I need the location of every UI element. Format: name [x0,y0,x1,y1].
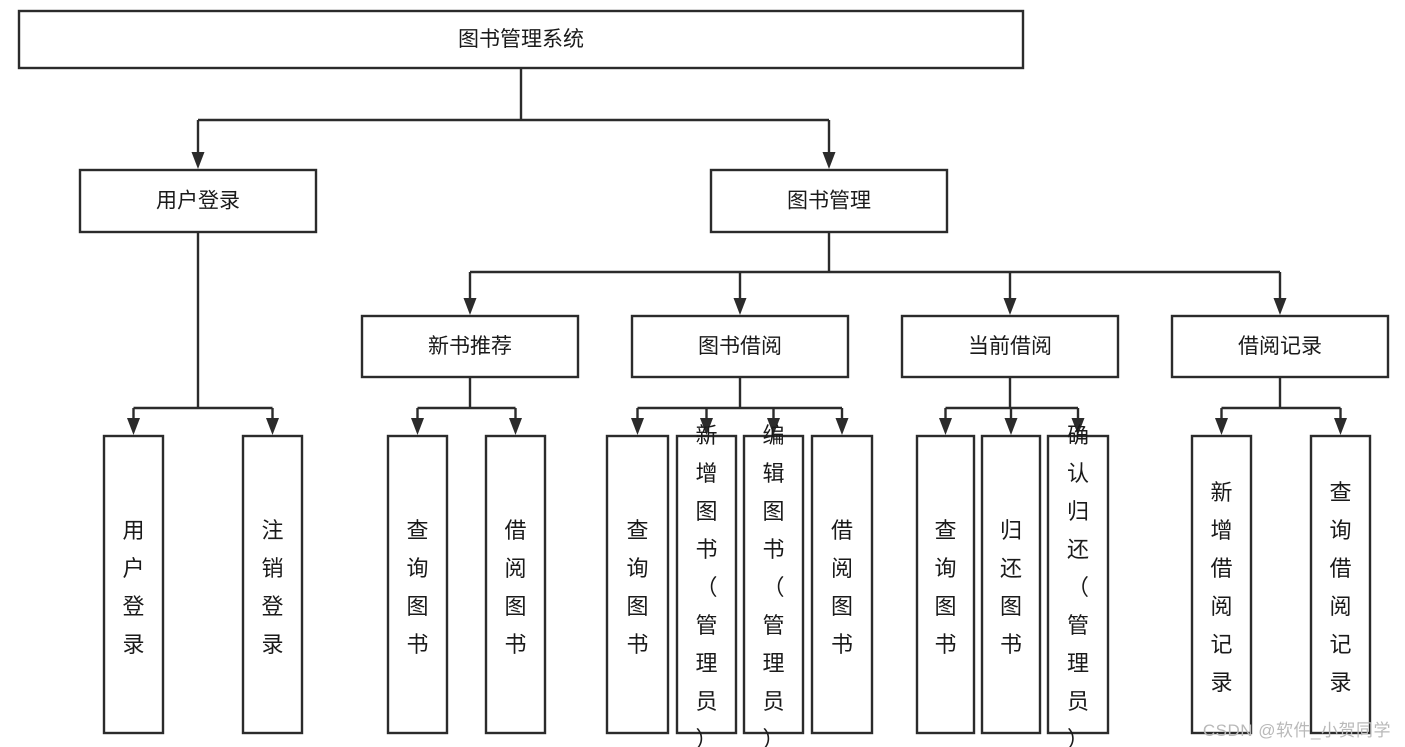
leaf-node-leaf-query-record[interactable]: 查询借阅记录 [1309,434,1372,735]
node-label: 图书管理 [787,190,871,213]
leaf-node-leaf-add-record[interactable]: 新增借阅记录 [1190,434,1253,735]
arrow-head-icon [463,298,477,315]
node-box [742,434,805,735]
node-box [78,168,318,234]
connector-layer [127,68,1347,435]
arrow-head-icon [767,418,780,435]
connector-group-user-login [127,232,279,435]
level2-node-user-login[interactable]: 用户登录 [78,168,318,234]
node-label: 用户登录 [122,518,144,657]
leaf-node-leaf-confirm-return[interactable]: 确认归还（管理员） [1046,423,1110,747]
arrow-head-icon [733,298,747,315]
node-box [605,434,670,735]
arrow-head-icon [1334,418,1347,435]
connector-group-new-book-recommend [411,377,522,435]
leaf-node-leaf-user-login[interactable]: 用户登录 [102,434,165,735]
arrow-head-icon [509,418,522,435]
node-box [1170,314,1390,379]
node-box [1046,434,1110,735]
node-box [709,168,949,234]
node-label: 新书推荐 [428,335,512,358]
node-box [1190,434,1253,735]
node-label: 图书借阅 [698,335,782,358]
level3-node-borrow-record[interactable]: 借阅记录 [1170,314,1390,379]
leaf-node-leaf-query-book[interactable]: 查询图书 [605,434,670,735]
node-layer: 图书管理系统用户登录图书管理新书推荐图书借阅当前借阅借阅记录用户登录注销登录查询… [17,9,1390,747]
arrow-head-icon [835,418,849,435]
leaf-node-leaf-borrow-book-rec[interactable]: 借阅图书 [484,434,547,735]
arrow-head-icon [1004,418,1018,435]
leaf-node-leaf-borrow-book[interactable]: 借阅图书 [810,434,874,735]
node-label: 查询图书 [934,518,956,657]
node-label: 借阅图书 [831,518,853,657]
node-label: 查询图书 [626,518,648,657]
arrow-head-icon [1071,418,1085,435]
level3-node-book-borrow[interactable]: 图书借阅 [630,314,850,379]
node-label: 新增图书（管理员） [695,423,717,747]
connector-group-current-borrow [939,377,1085,435]
arrow-head-icon [1273,298,1287,315]
leaf-node-leaf-query-book-cur[interactable]: 查询图书 [915,434,976,735]
node-box [17,9,1025,70]
arrow-head-icon [266,418,279,435]
node-label: 查询借阅记录 [1329,480,1351,695]
leaf-node-leaf-return-book[interactable]: 归还图书 [980,434,1042,735]
node-label: 借阅图书 [504,518,526,657]
node-label: 查询图书 [406,518,428,657]
node-label: 注销登录 [261,518,283,657]
node-box [386,434,449,735]
node-label: 图书管理系统 [458,28,584,51]
node-label: 确认归还（管理员） [1067,423,1089,747]
arrow-head-icon [1215,418,1228,435]
node-label: 新增借阅记录 [1210,480,1232,695]
node-label: 归还图书 [1000,518,1022,657]
leaf-node-leaf-logout[interactable]: 注销登录 [241,434,304,735]
connector-group-book-borrow [631,377,849,435]
level2-node-book-management[interactable]: 图书管理 [709,168,949,234]
node-label: 借阅记录 [1238,335,1322,358]
node-box [102,434,165,735]
node-label: 当前借阅 [968,335,1052,358]
level3-node-current-borrow[interactable]: 当前借阅 [900,314,1120,379]
arrow-head-icon [939,418,952,435]
node-label: 编辑图书（管理员） [762,423,784,747]
node-box [810,434,874,735]
node-box [980,434,1042,735]
connector-group-borrow-record [1215,377,1347,435]
root-node-root[interactable]: 图书管理系统 [17,9,1025,70]
node-box [360,314,580,379]
arrow-head-icon [631,418,644,435]
leaf-node-leaf-edit-book[interactable]: 编辑图书（管理员） [742,423,805,747]
node-box [241,434,304,735]
arrow-head-icon [127,418,140,435]
node-box [630,314,850,379]
arrow-head-icon [822,152,836,169]
arrow-head-icon [411,418,424,435]
arrow-head-icon [1003,298,1017,315]
node-label: 用户登录 [156,190,240,213]
node-box [915,434,976,735]
leaf-node-leaf-query-book-rec[interactable]: 查询图书 [386,434,449,735]
node-box [900,314,1120,379]
node-box [1309,434,1372,735]
arrow-head-icon [700,418,713,435]
arrow-head-icon [191,152,205,169]
node-box [675,434,738,735]
level3-node-new-book-recommend[interactable]: 新书推荐 [360,314,580,379]
leaf-node-leaf-add-book[interactable]: 新增图书（管理员） [675,423,738,747]
connector-group-root [191,68,836,169]
node-box [484,434,547,735]
connector-group-book-management [463,232,1287,315]
